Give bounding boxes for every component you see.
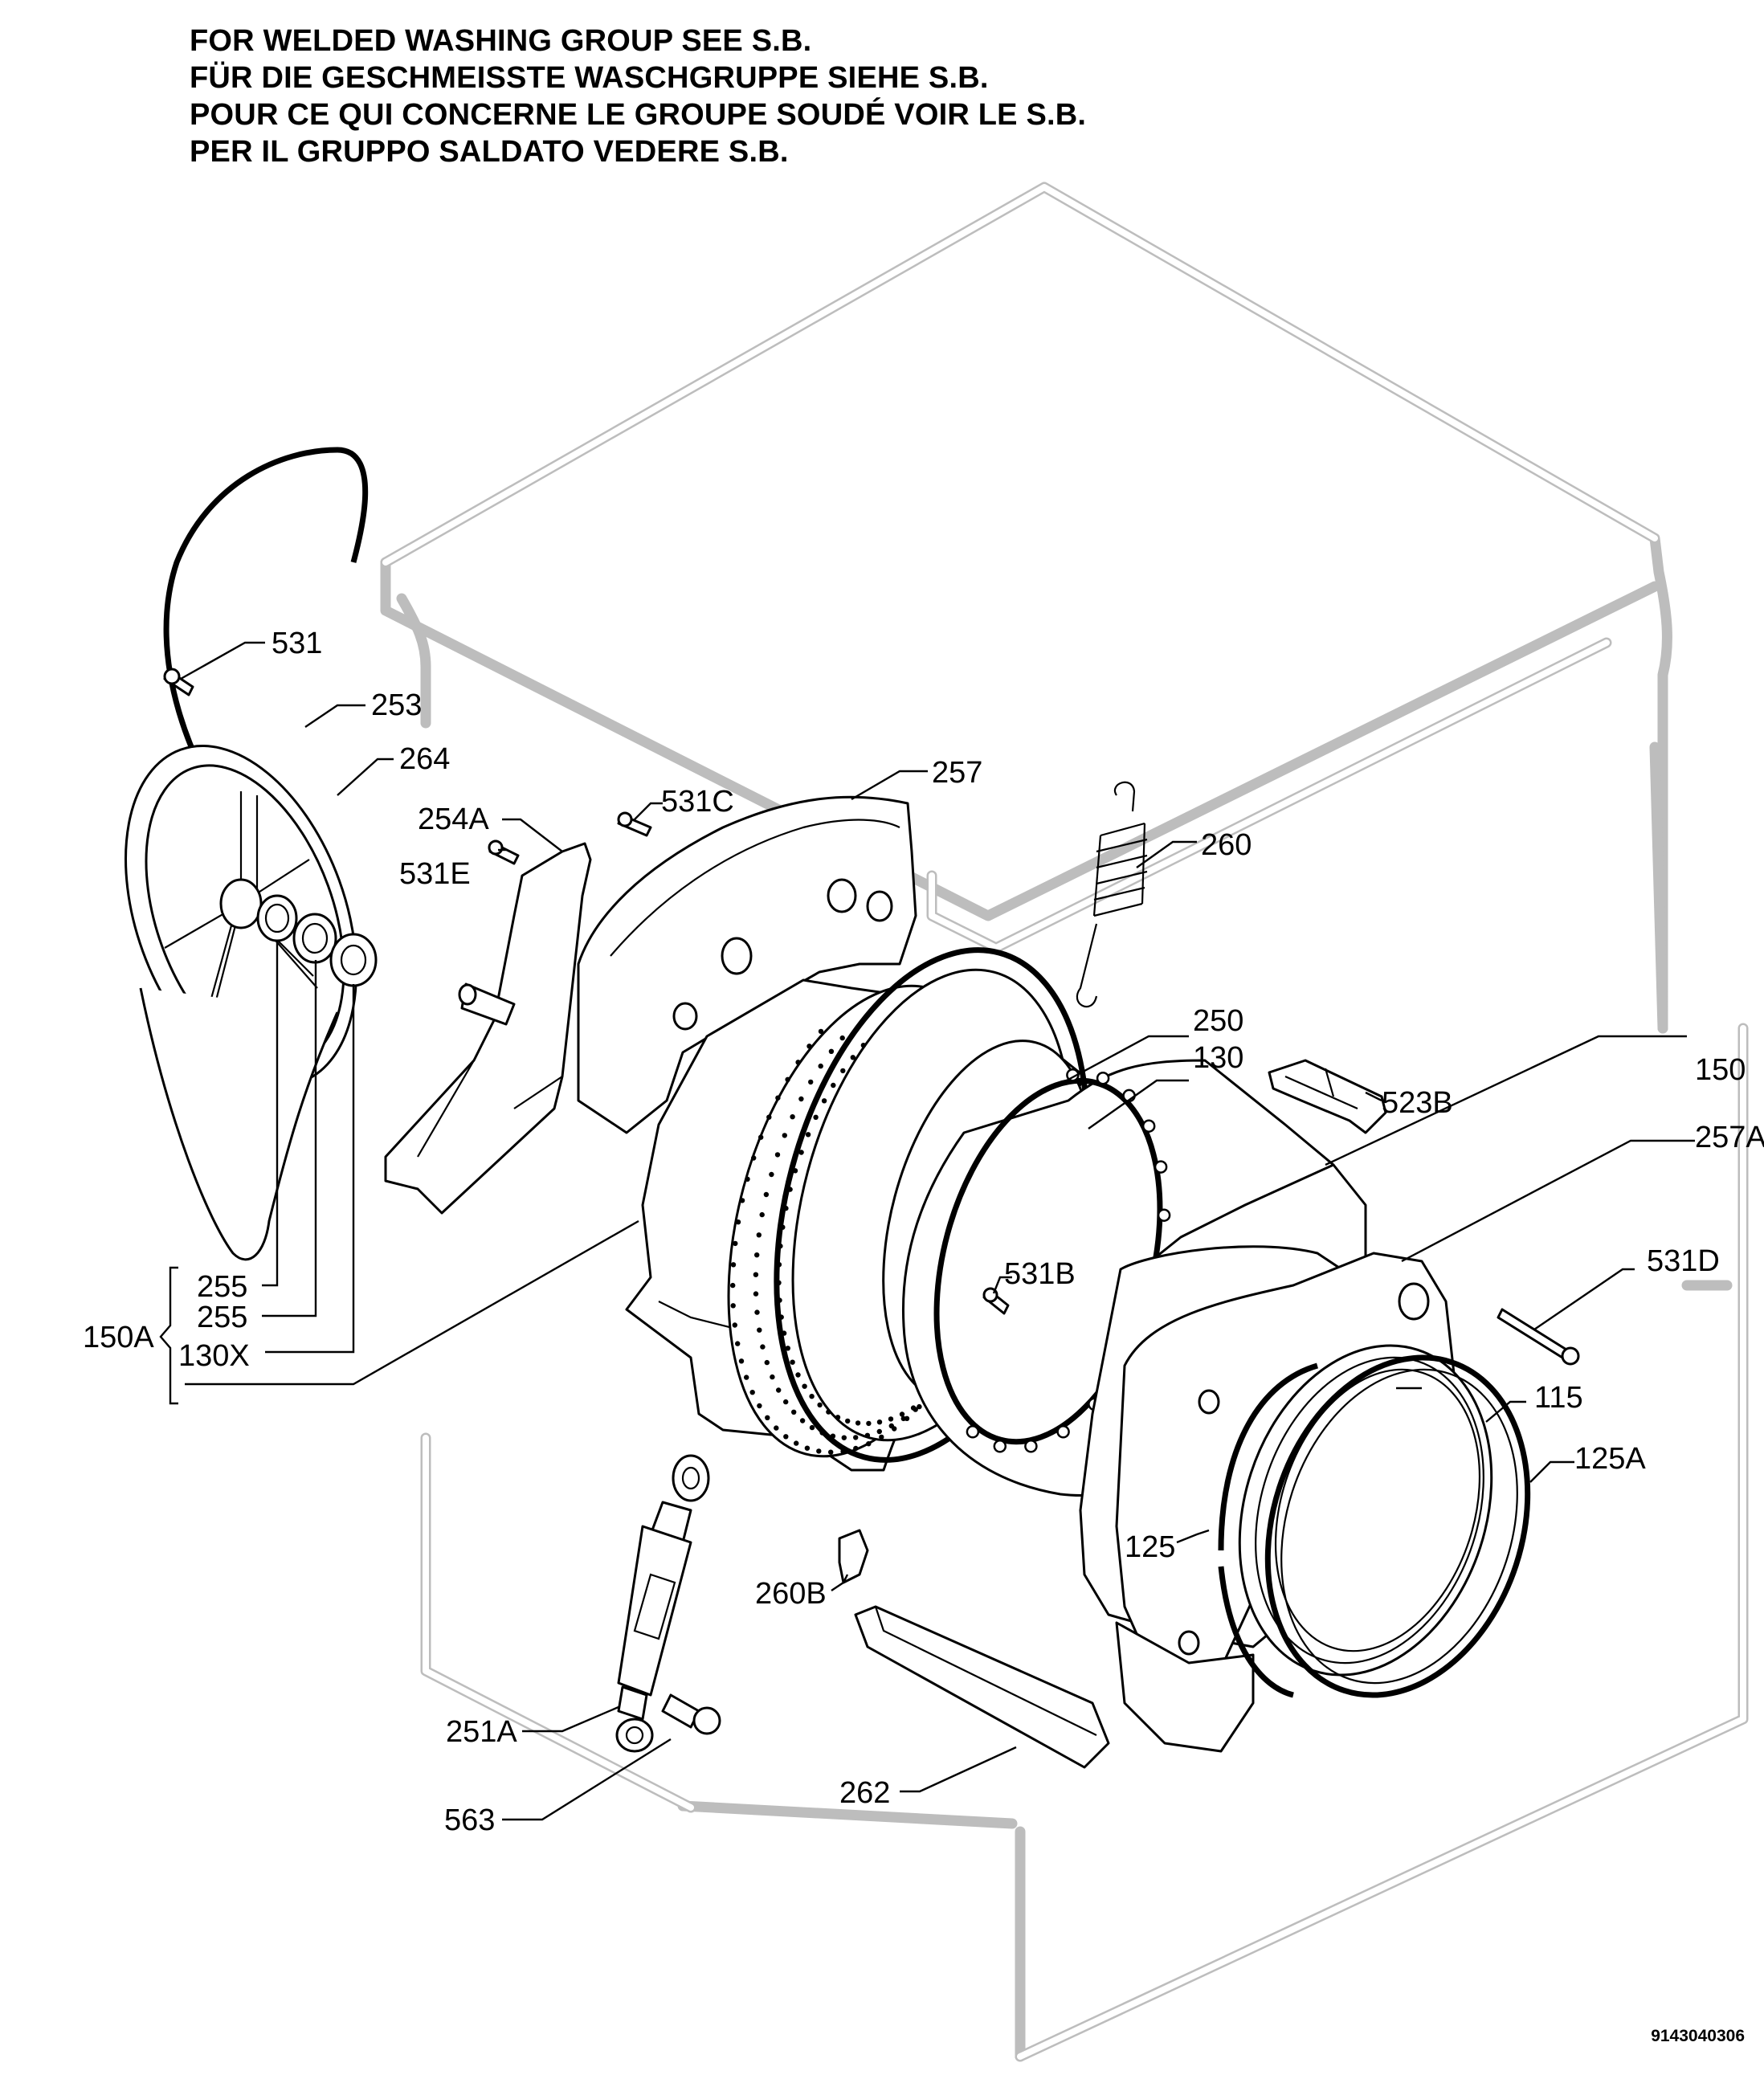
label-531B: 531B <box>1004 1257 1076 1291</box>
shock-absorber-251A <box>615 1454 710 1753</box>
label-257A: 257A <box>1695 1121 1764 1154</box>
holder-523B <box>1268 1059 1387 1134</box>
screw-531C <box>617 811 652 837</box>
header-line-german: FÜR DIE GESCHMEISSTE WASCHGRUPPE SIEHE S… <box>190 61 989 95</box>
label-130X: 130X <box>178 1339 250 1373</box>
document-number: 9143040306 <box>1651 2027 1745 2045</box>
label-260: 260 <box>1201 828 1252 862</box>
clamp-ring-125 <box>1218 1362 1318 1698</box>
clip-260B <box>838 1529 869 1584</box>
pulley-253 <box>125 447 369 1261</box>
label-523B: 523B <box>1382 1086 1453 1120</box>
label-531D: 531D <box>1647 1244 1720 1278</box>
clamp-ring-125A <box>1264 1354 1531 1698</box>
label-250: 250 <box>1193 1004 1243 1038</box>
screw-531E <box>488 839 520 865</box>
header-line-english: FOR WELDED WASHING GROUP SEE S.B. <box>190 24 812 58</box>
label-531: 531 <box>272 627 322 660</box>
header-line-italian: PER IL GRUPPO SALDATO VEDERE S.B. <box>190 135 789 169</box>
bracket-262 <box>854 1605 1110 1769</box>
label-150: 150 <box>1695 1053 1746 1087</box>
drum-perforations <box>730 1028 989 1455</box>
bolt-531D <box>1497 1308 1580 1366</box>
pin-563 <box>661 1693 721 1735</box>
label-255-lower: 255 <box>197 1301 247 1334</box>
label-264: 264 <box>399 742 450 776</box>
header-line-french: POUR CE QUI CONCERNE LE GROUPE SOUDÉ VOI… <box>190 98 1087 132</box>
label-125A: 125A <box>1574 1442 1646 1476</box>
label-251A: 251A <box>446 1715 517 1749</box>
label-531C: 531C <box>661 785 734 819</box>
label-257: 257 <box>932 756 982 790</box>
label-255-upper: 255 <box>197 1270 247 1304</box>
label-254A: 254A <box>418 803 489 836</box>
part-labels: 531 253 264 254A 531E 531C 257 260 250 1… <box>83 627 1764 1837</box>
counterweight-257 <box>577 795 917 1134</box>
bracket-150A <box>159 1266 178 1405</box>
label-262: 262 <box>839 1776 890 1810</box>
label-150A: 150A <box>83 1321 154 1354</box>
cabinet-outline <box>380 182 1749 2062</box>
screw-531 <box>163 668 194 696</box>
bracket-254A <box>384 842 592 1215</box>
leader-lines <box>180 641 1695 1821</box>
label-563: 563 <box>444 1803 495 1837</box>
screw-531B <box>982 1287 1010 1315</box>
label-125: 125 <box>1125 1530 1175 1564</box>
label-531E: 531E <box>399 857 471 891</box>
label-253: 253 <box>371 688 422 722</box>
label-260B: 260B <box>755 1577 827 1611</box>
label-115: 115 <box>1534 1381 1583 1415</box>
label-130: 130 <box>1193 1041 1243 1075</box>
